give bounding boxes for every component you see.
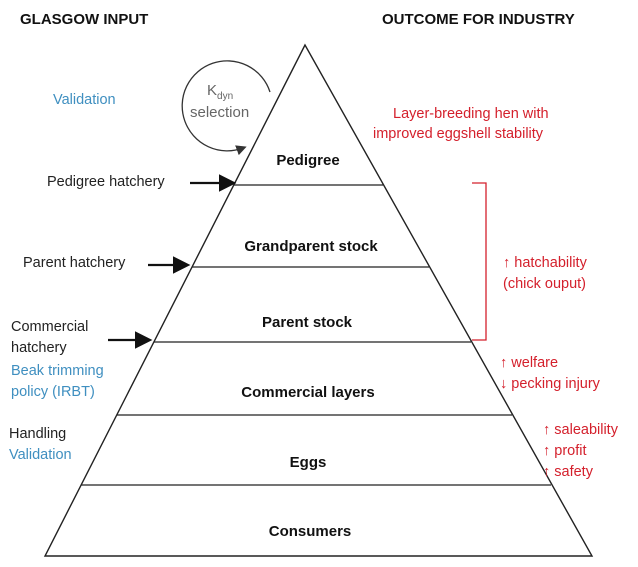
outcome-pecking: ↓ pecking injury — [500, 376, 600, 392]
k-subscript: dyn — [217, 91, 234, 102]
commercial-hatchery-label-2: hatchery — [11, 340, 67, 356]
beak-trimming-label-1: Beak trimming — [11, 363, 104, 379]
input-arrows — [108, 174, 237, 349]
validation-label: Validation — [53, 92, 116, 108]
header-glasgow-input: GLASGOW INPUT — [20, 11, 149, 28]
outcome-welfare: ↑ welfare — [500, 355, 559, 371]
outcome-chick-output: (chick ouput) — [503, 276, 587, 292]
level-pedigree: Pedigree — [276, 152, 340, 169]
pedigree-hatchery-label: Pedigree hatchery — [47, 174, 165, 190]
outcome-safety: ↑ safety — [543, 464, 593, 480]
level-commercial-layers: Commercial layers — [241, 384, 375, 401]
outcome-hen-2: improved eggshell stability — [373, 126, 544, 142]
outcome-hen-1: Layer-breeding hen with — [393, 106, 549, 122]
pyramid-outline — [43, 43, 594, 557]
cycle-arrow-icon — [181, 60, 271, 156]
outcome-hatchability: ↑ hatchability — [503, 255, 587, 271]
handling-label: Handling — [9, 426, 67, 442]
level-parent: Parent stock — [261, 314, 353, 331]
outcome-saleability: ↑ saleability — [543, 422, 618, 438]
level-eggs: Eggs — [289, 454, 327, 471]
outcome-profit: ↑ profit — [543, 443, 587, 459]
header-outcome: OUTCOME FOR INDUSTRY — [382, 11, 575, 28]
hatchability-bracket — [472, 182, 487, 341]
commercial-hatchery-label-1: Commercial — [11, 319, 89, 335]
beak-trimming-label-2: policy (IRBT) — [11, 384, 95, 400]
k-symbol: K — [207, 82, 218, 99]
parent-hatchery-label: Parent hatchery — [23, 255, 126, 271]
level-consumers: Consumers — [268, 523, 352, 540]
selection-label: selection — [190, 104, 250, 121]
level-dividers — [81, 184, 551, 486]
validation-label-2: Validation — [9, 447, 72, 463]
level-grandparent: Grandparent stock — [244, 238, 378, 255]
k-dyn-label: Kdyn — [207, 80, 233, 108]
